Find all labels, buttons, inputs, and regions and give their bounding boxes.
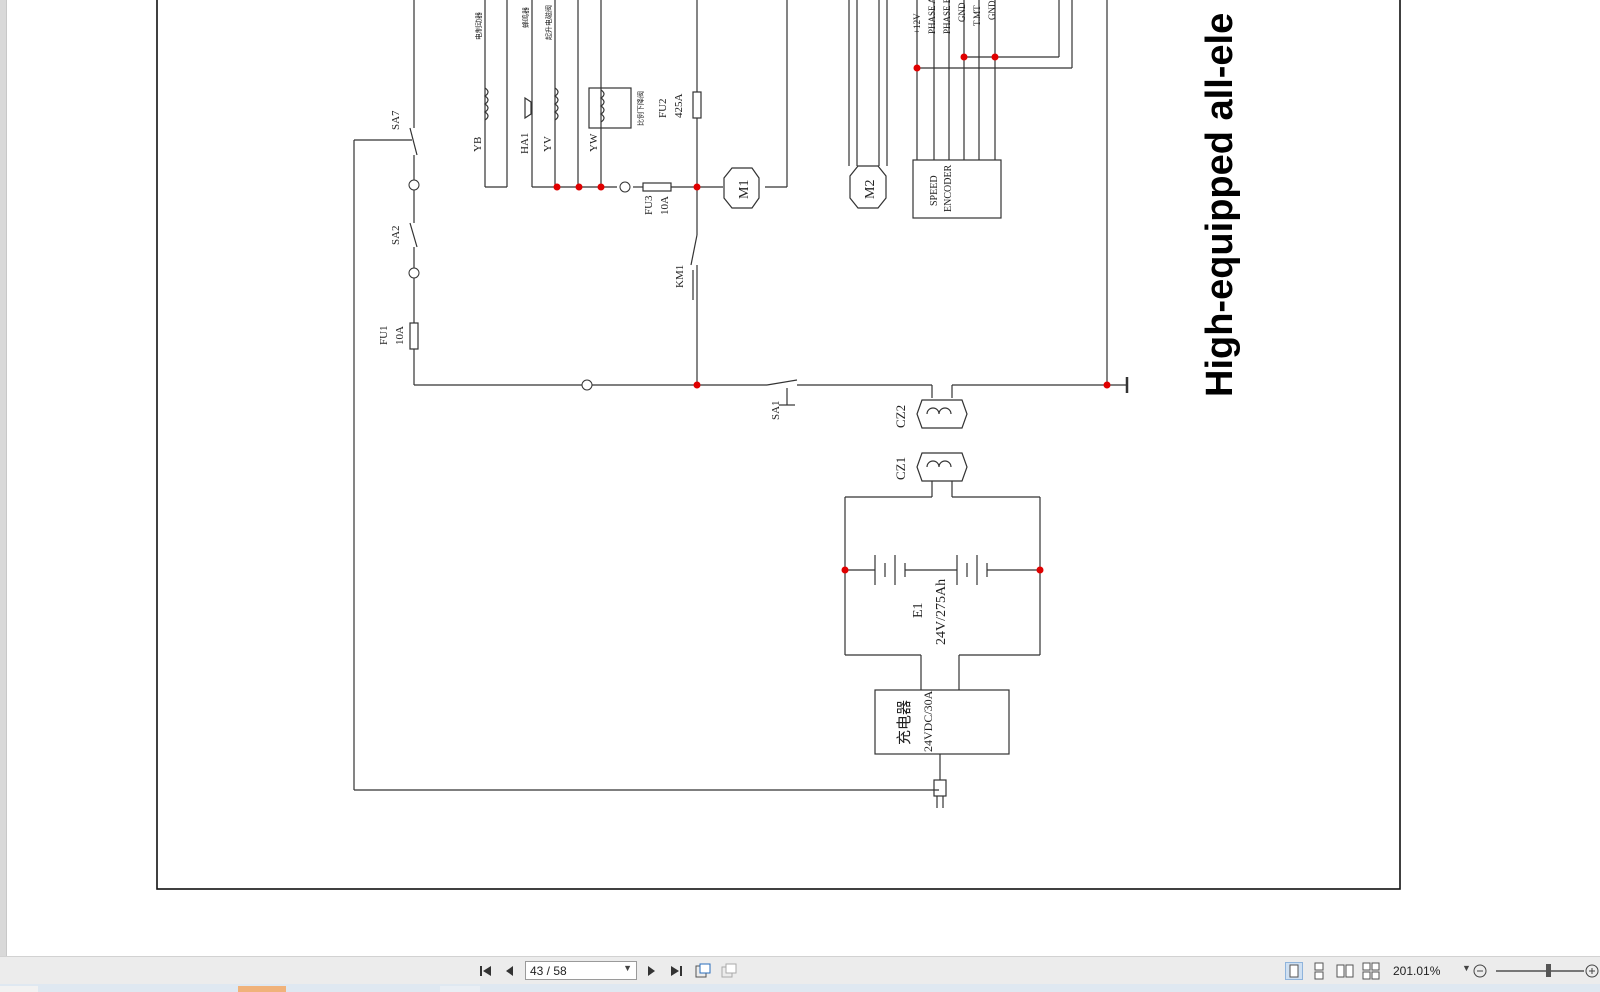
fit-page-icon[interactable]: [693, 961, 713, 981]
chevron-down-icon[interactable]: ▼: [623, 963, 632, 973]
pin-tmt: T.MT: [972, 5, 982, 26]
page-title-vertical: High-equipped all-ele: [1199, 13, 1241, 397]
label-sa1: SA1: [770, 400, 782, 420]
label-km1: KM1: [674, 265, 686, 288]
zoom-level[interactable]: 201.01%: [1393, 964, 1441, 978]
next-page-icon[interactable]: [642, 961, 662, 981]
chevron-down-icon[interactable]: ▼: [1462, 963, 1471, 973]
label-charger: 充电器: [896, 700, 913, 745]
label-yw: YW: [588, 133, 600, 152]
label-yv: YV: [542, 136, 554, 152]
label-encoder: ENCODER: [943, 164, 954, 212]
taskbar-item-active[interactable]: [238, 986, 286, 992]
label-cz2: CZ2: [893, 405, 908, 428]
label-speed: SPEED: [929, 175, 940, 206]
label-fu2-rating: 425A: [673, 94, 685, 119]
label-ha1: HA1: [519, 133, 531, 154]
zoom-slider-thumb[interactable]: [1546, 964, 1551, 977]
pdf-page: SA7 SA2 FU1 10A YB HA1 YV YW FU2 425A FU…: [7, 0, 1600, 956]
label-charger-rating: 24VDC/30A: [921, 690, 935, 752]
label-cn-yw: 比例下降阀: [636, 91, 645, 126]
left-scroll-edge: [0, 0, 7, 956]
label-fu1: FU1: [378, 325, 390, 345]
page-number-field[interactable]: 43 / 58 ▼: [525, 961, 637, 980]
last-page-icon[interactable]: [666, 961, 686, 981]
label-fu3: FU3: [643, 195, 655, 215]
label-e1-rating: 24V/275Ah: [934, 579, 949, 645]
zoom-slider[interactable]: [1496, 970, 1584, 972]
taskbar-item[interactable]: [0, 986, 38, 992]
prev-page-icon[interactable]: [499, 961, 519, 981]
pin-gnd-1: GND: [957, 2, 967, 22]
junction-dots: [553, 53, 1111, 574]
single-page-icon[interactable]: [1285, 962, 1303, 980]
document-viewport[interactable]: SA7 SA2 FU1 10A YB HA1 YV YW FU2 425A FU…: [0, 0, 1600, 956]
label-yb: YB: [472, 137, 484, 152]
drawing-frame: [156, 0, 1401, 890]
continuous-icon[interactable]: [1310, 962, 1328, 980]
page-indicator: 43 / 58: [530, 964, 567, 978]
pin-phase-a: PHASE A: [927, 0, 937, 34]
label-sa2: SA2: [390, 225, 402, 245]
label-sa7: SA7: [390, 110, 402, 130]
pin-12v: +12V: [912, 13, 922, 34]
pin-phase-b: PHASE B: [942, 0, 952, 34]
label-fu2: FU2: [657, 98, 669, 118]
first-page-icon[interactable]: [476, 961, 496, 981]
taskbar-strip: [0, 984, 1600, 992]
taskbar-item[interactable]: [440, 986, 480, 992]
label-fu1-rating: 10A: [394, 326, 406, 345]
two-page-continuous-icon[interactable]: [1362, 962, 1380, 980]
label-cn-ha1: 蜂鸣器: [521, 7, 530, 28]
label-cz1: CZ1: [893, 457, 908, 480]
label-e1: E1: [911, 602, 926, 618]
wiring-diagram: SA7 SA2 FU1 10A YB HA1 YV YW FU2 425A FU…: [156, 0, 1401, 890]
label-cn-yb: 电制动器: [474, 12, 483, 40]
label-m1: M1: [737, 180, 752, 199]
label-m2: M2: [863, 180, 878, 199]
label-fu3-rating: 10A: [659, 196, 671, 215]
fit-width-icon[interactable]: [719, 961, 739, 981]
zoom-in-icon[interactable]: [1582, 961, 1600, 981]
zoom-out-icon[interactable]: [1470, 961, 1490, 981]
label-cn-yv: 起升电磁阀: [544, 5, 553, 40]
pin-gnd-2: GND: [987, 0, 997, 20]
status-bar: 43 / 58 ▼ 201.01% ▼: [0, 956, 1600, 985]
two-page-icon[interactable]: [1336, 962, 1354, 980]
